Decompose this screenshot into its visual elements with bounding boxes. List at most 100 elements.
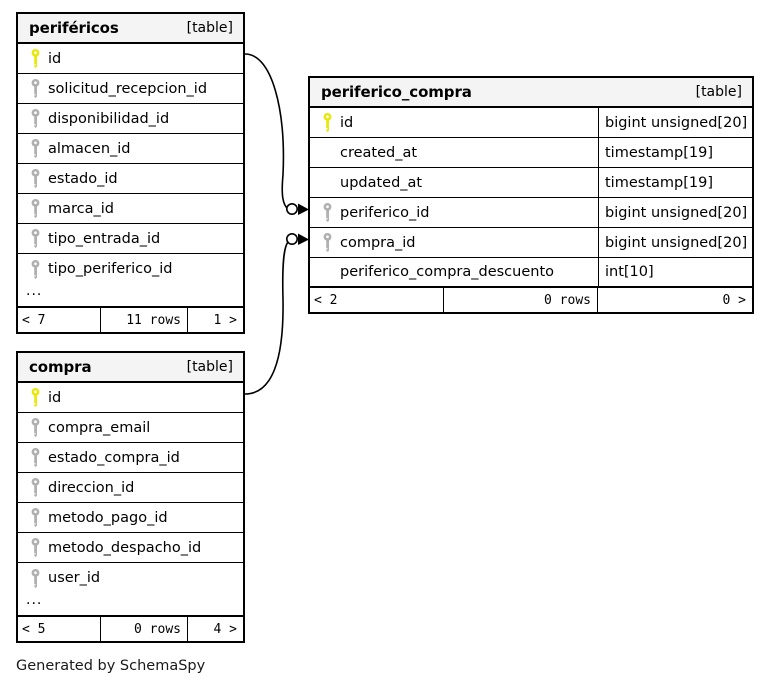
- foreign-key-icon: [26, 199, 44, 218]
- table-periferico-compra[interactable]: periferico_compra [table] id bigint unsi…: [308, 76, 754, 314]
- more-columns-indicator: ...: [18, 283, 243, 308]
- column-cell: periferico_id: [310, 198, 598, 227]
- table-row[interactable]: user_id: [18, 563, 243, 593]
- foreign-key-icon: [26, 169, 44, 188]
- table-footer-perifericos: < 7 11 rows 1 >: [18, 308, 243, 332]
- table-columns-compra: id compra_email: [18, 383, 243, 593]
- table-header-compra: compra [table]: [18, 353, 243, 383]
- table-row[interactable]: metodo_despacho_id: [18, 533, 243, 563]
- foreign-key-icon: [26, 568, 44, 588]
- more-columns-indicator: ...: [18, 592, 243, 617]
- column-cell: compra_email: [18, 413, 243, 442]
- table-perifericos[interactable]: periféricos [table] id: [16, 12, 245, 334]
- foreign-key-icon: [26, 259, 44, 279]
- foreign-key-icon: [26, 79, 44, 98]
- table-row[interactable]: updated_at timestamp[19]: [310, 168, 752, 198]
- column-name: estado_id: [48, 170, 118, 187]
- column-name: tipo_periferico_id: [48, 261, 173, 277]
- column-name: disponibilidad_id: [48, 110, 170, 127]
- column-name: estado_compra_id: [48, 449, 180, 466]
- next-page-button[interactable]: 0 >: [722, 292, 746, 308]
- table-row[interactable]: id: [18, 383, 243, 413]
- column-type: timestamp[19]: [598, 168, 752, 197]
- table-row[interactable]: periferico_id bigint unsigned[20]: [310, 198, 752, 228]
- foreign-key-icon: [26, 418, 44, 437]
- table-footer-periferico-compra: < 2 0 rows 0 >: [310, 288, 752, 312]
- column-cell: estado_id: [18, 164, 243, 193]
- edge-perifericos-to-periferico-compra: [244, 53, 289, 210]
- table-row[interactable]: disponibilidad_id: [18, 104, 243, 134]
- column-type: bigint unsigned[20]: [598, 108, 752, 137]
- table-row[interactable]: estado_compra_id: [18, 443, 243, 473]
- column-name: metodo_pago_id: [48, 509, 168, 526]
- edge-compra-to-periferico-compra: [244, 241, 289, 395]
- column-name: user_id: [48, 570, 101, 586]
- column-name: id: [48, 50, 62, 67]
- table-row[interactable]: id: [18, 44, 243, 74]
- column-cell: compra_id: [310, 228, 598, 257]
- column-name: periferico_compra_descuento: [340, 264, 555, 280]
- prev-page-button[interactable]: < 2: [310, 288, 444, 312]
- column-cell: user_id: [18, 563, 243, 593]
- next-page-button[interactable]: 4 >: [213, 621, 237, 637]
- table-row[interactable]: tipo_periferico_id: [18, 254, 243, 284]
- column-cell: estado_compra_id: [18, 443, 243, 472]
- table-header-periferico-compra: periferico_compra [table]: [310, 78, 752, 108]
- table-header-perifericos: periféricos [table]: [18, 14, 243, 44]
- foreign-key-icon: [26, 508, 44, 527]
- column-cell: direccion_id: [18, 473, 243, 502]
- column-cell: metodo_pago_id: [18, 503, 243, 532]
- column-cell: periferico_compra_descuento: [310, 258, 598, 286]
- table-row[interactable]: created_at timestamp[19]: [310, 138, 752, 168]
- column-type: timestamp[19]: [598, 138, 752, 167]
- table-row[interactable]: compra_email: [18, 413, 243, 443]
- column-name: created_at: [340, 144, 418, 161]
- column-name: periferico_id: [340, 204, 430, 221]
- table-row[interactable]: periferico_compra_descuento int[10]: [310, 258, 752, 288]
- primary-key-icon: [26, 388, 44, 407]
- column-name: direccion_id: [48, 479, 135, 496]
- table-row[interactable]: solicitud_recepcion_id: [18, 74, 243, 104]
- prev-page-button[interactable]: < 5: [18, 617, 101, 641]
- column-cell: tipo_entrada_id: [18, 224, 243, 253]
- column-cell: id: [18, 383, 243, 412]
- column-cell: created_at: [310, 138, 598, 167]
- table-row[interactable]: estado_id: [18, 164, 243, 194]
- column-type: bigint unsigned[20]: [598, 228, 752, 257]
- table-row[interactable]: almacen_id: [18, 134, 243, 164]
- table-row[interactable]: tipo_entrada_id: [18, 224, 243, 254]
- column-name: id: [340, 114, 354, 131]
- foreign-key-icon: [26, 448, 44, 467]
- column-name: solicitud_recepcion_id: [48, 80, 208, 97]
- column-type: bigint unsigned[20]: [598, 198, 752, 227]
- table-tag: [table]: [186, 20, 233, 36]
- column-cell: metodo_despacho_id: [18, 533, 243, 562]
- foreign-key-icon: [26, 139, 44, 158]
- column-cell: marca_id: [18, 194, 243, 223]
- edge-zero-marker-compra: [285, 233, 298, 246]
- column-name: almacen_id: [48, 140, 131, 157]
- column-name: compra_email: [48, 419, 151, 436]
- table-columns-perifericos: id solicitud_recepcion_id: [18, 44, 243, 284]
- foreign-key-icon: [26, 478, 44, 497]
- table-title: periféricos: [29, 19, 119, 37]
- table-row[interactable]: id bigint unsigned[20]: [310, 108, 752, 138]
- next-page-button[interactable]: 1 >: [213, 312, 237, 328]
- column-cell: almacen_id: [18, 134, 243, 163]
- column-cell: disponibilidad_id: [18, 104, 243, 133]
- table-title: compra: [29, 358, 92, 376]
- table-row[interactable]: compra_id bigint unsigned[20]: [310, 228, 752, 258]
- table-title: periferico_compra: [321, 83, 472, 101]
- column-name: metodo_despacho_id: [48, 539, 202, 556]
- prev-page-button[interactable]: < 7: [18, 308, 101, 332]
- table-tag: [table]: [186, 359, 233, 375]
- table-row[interactable]: marca_id: [18, 194, 243, 224]
- table-compra[interactable]: compra [table] id: [16, 351, 245, 643]
- table-row[interactable]: direccion_id: [18, 473, 243, 503]
- column-cell: id: [18, 44, 243, 73]
- column-name: compra_id: [340, 234, 416, 251]
- table-row[interactable]: metodo_pago_id: [18, 503, 243, 533]
- table-columns-periferico-compra: id bigint unsigned[20] created_at timest…: [310, 108, 752, 288]
- row-count-label: 0 rows: [101, 617, 188, 641]
